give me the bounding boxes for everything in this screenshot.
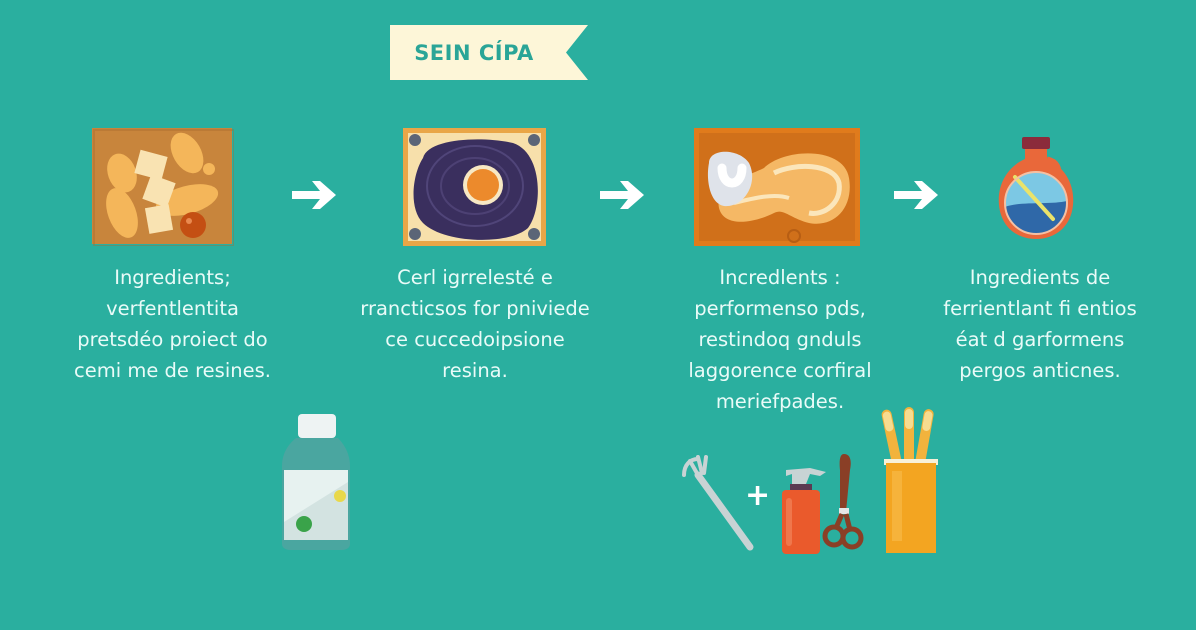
step-2-line: rrancticsos for pniviede xyxy=(360,297,590,320)
step-1-line: Ingredients; xyxy=(114,266,231,289)
resin-swirl-tray-icon xyxy=(403,128,546,246)
arrow-right-icon xyxy=(894,175,944,215)
step-3-line: laggorence corfiral xyxy=(688,359,872,382)
step-1-line: pretsdéo proiect do xyxy=(77,328,268,351)
step-1-line: cemi me de resines. xyxy=(74,359,271,382)
arrow-right-icon xyxy=(292,175,342,215)
title-banner: SEIN CÍPA xyxy=(390,25,588,80)
step-2-description: Cerl igrrelesté e rrancticsos for pnivie… xyxy=(350,262,600,386)
step-1-description: Ingredients; verfentlentita pretsdéo pro… xyxy=(55,262,290,386)
step-4-description: Ingredients de ferrientlant fi entios éa… xyxy=(925,262,1155,386)
mold-tray-icon xyxy=(694,128,860,246)
step-4-line: pergos anticnes. xyxy=(959,359,1121,382)
arrow-right-icon xyxy=(600,175,650,215)
step-4-line: ferrientlant fi entios xyxy=(943,297,1137,320)
step-4-line: Ingredients de xyxy=(969,266,1111,289)
banner-title: SEIN CÍPA xyxy=(414,40,534,65)
ingredients-board-icon xyxy=(92,128,235,247)
step-3-description: Incredlents : performenso pds, restindoq… xyxy=(665,262,895,417)
step-3-line: performenso pds, xyxy=(694,297,866,320)
step-3-line: Incredlents : xyxy=(719,266,841,289)
step-2-line: Cerl igrrelesté e xyxy=(397,266,553,289)
fork-tool-icon xyxy=(678,455,758,555)
step-2-line: resina. xyxy=(442,359,508,382)
scissors-icon xyxy=(822,450,864,556)
plus-sign: + xyxy=(745,478,771,513)
banner-ribbon-shape xyxy=(390,25,588,80)
resin-bottle-flask-icon xyxy=(995,135,1077,243)
step-3-line: restindoq gnduls xyxy=(698,328,862,351)
step-4-line: éat d garformens xyxy=(955,328,1125,351)
step-1-line: verfentlentita xyxy=(106,297,239,320)
brush-cup-icon xyxy=(880,405,940,555)
spray-bottle-icon xyxy=(780,458,830,556)
step-2-line: ce cuccedoipsione xyxy=(385,328,565,351)
step-3-line: meriefpades. xyxy=(715,390,845,413)
cleaner-bottle-icon xyxy=(280,412,352,552)
